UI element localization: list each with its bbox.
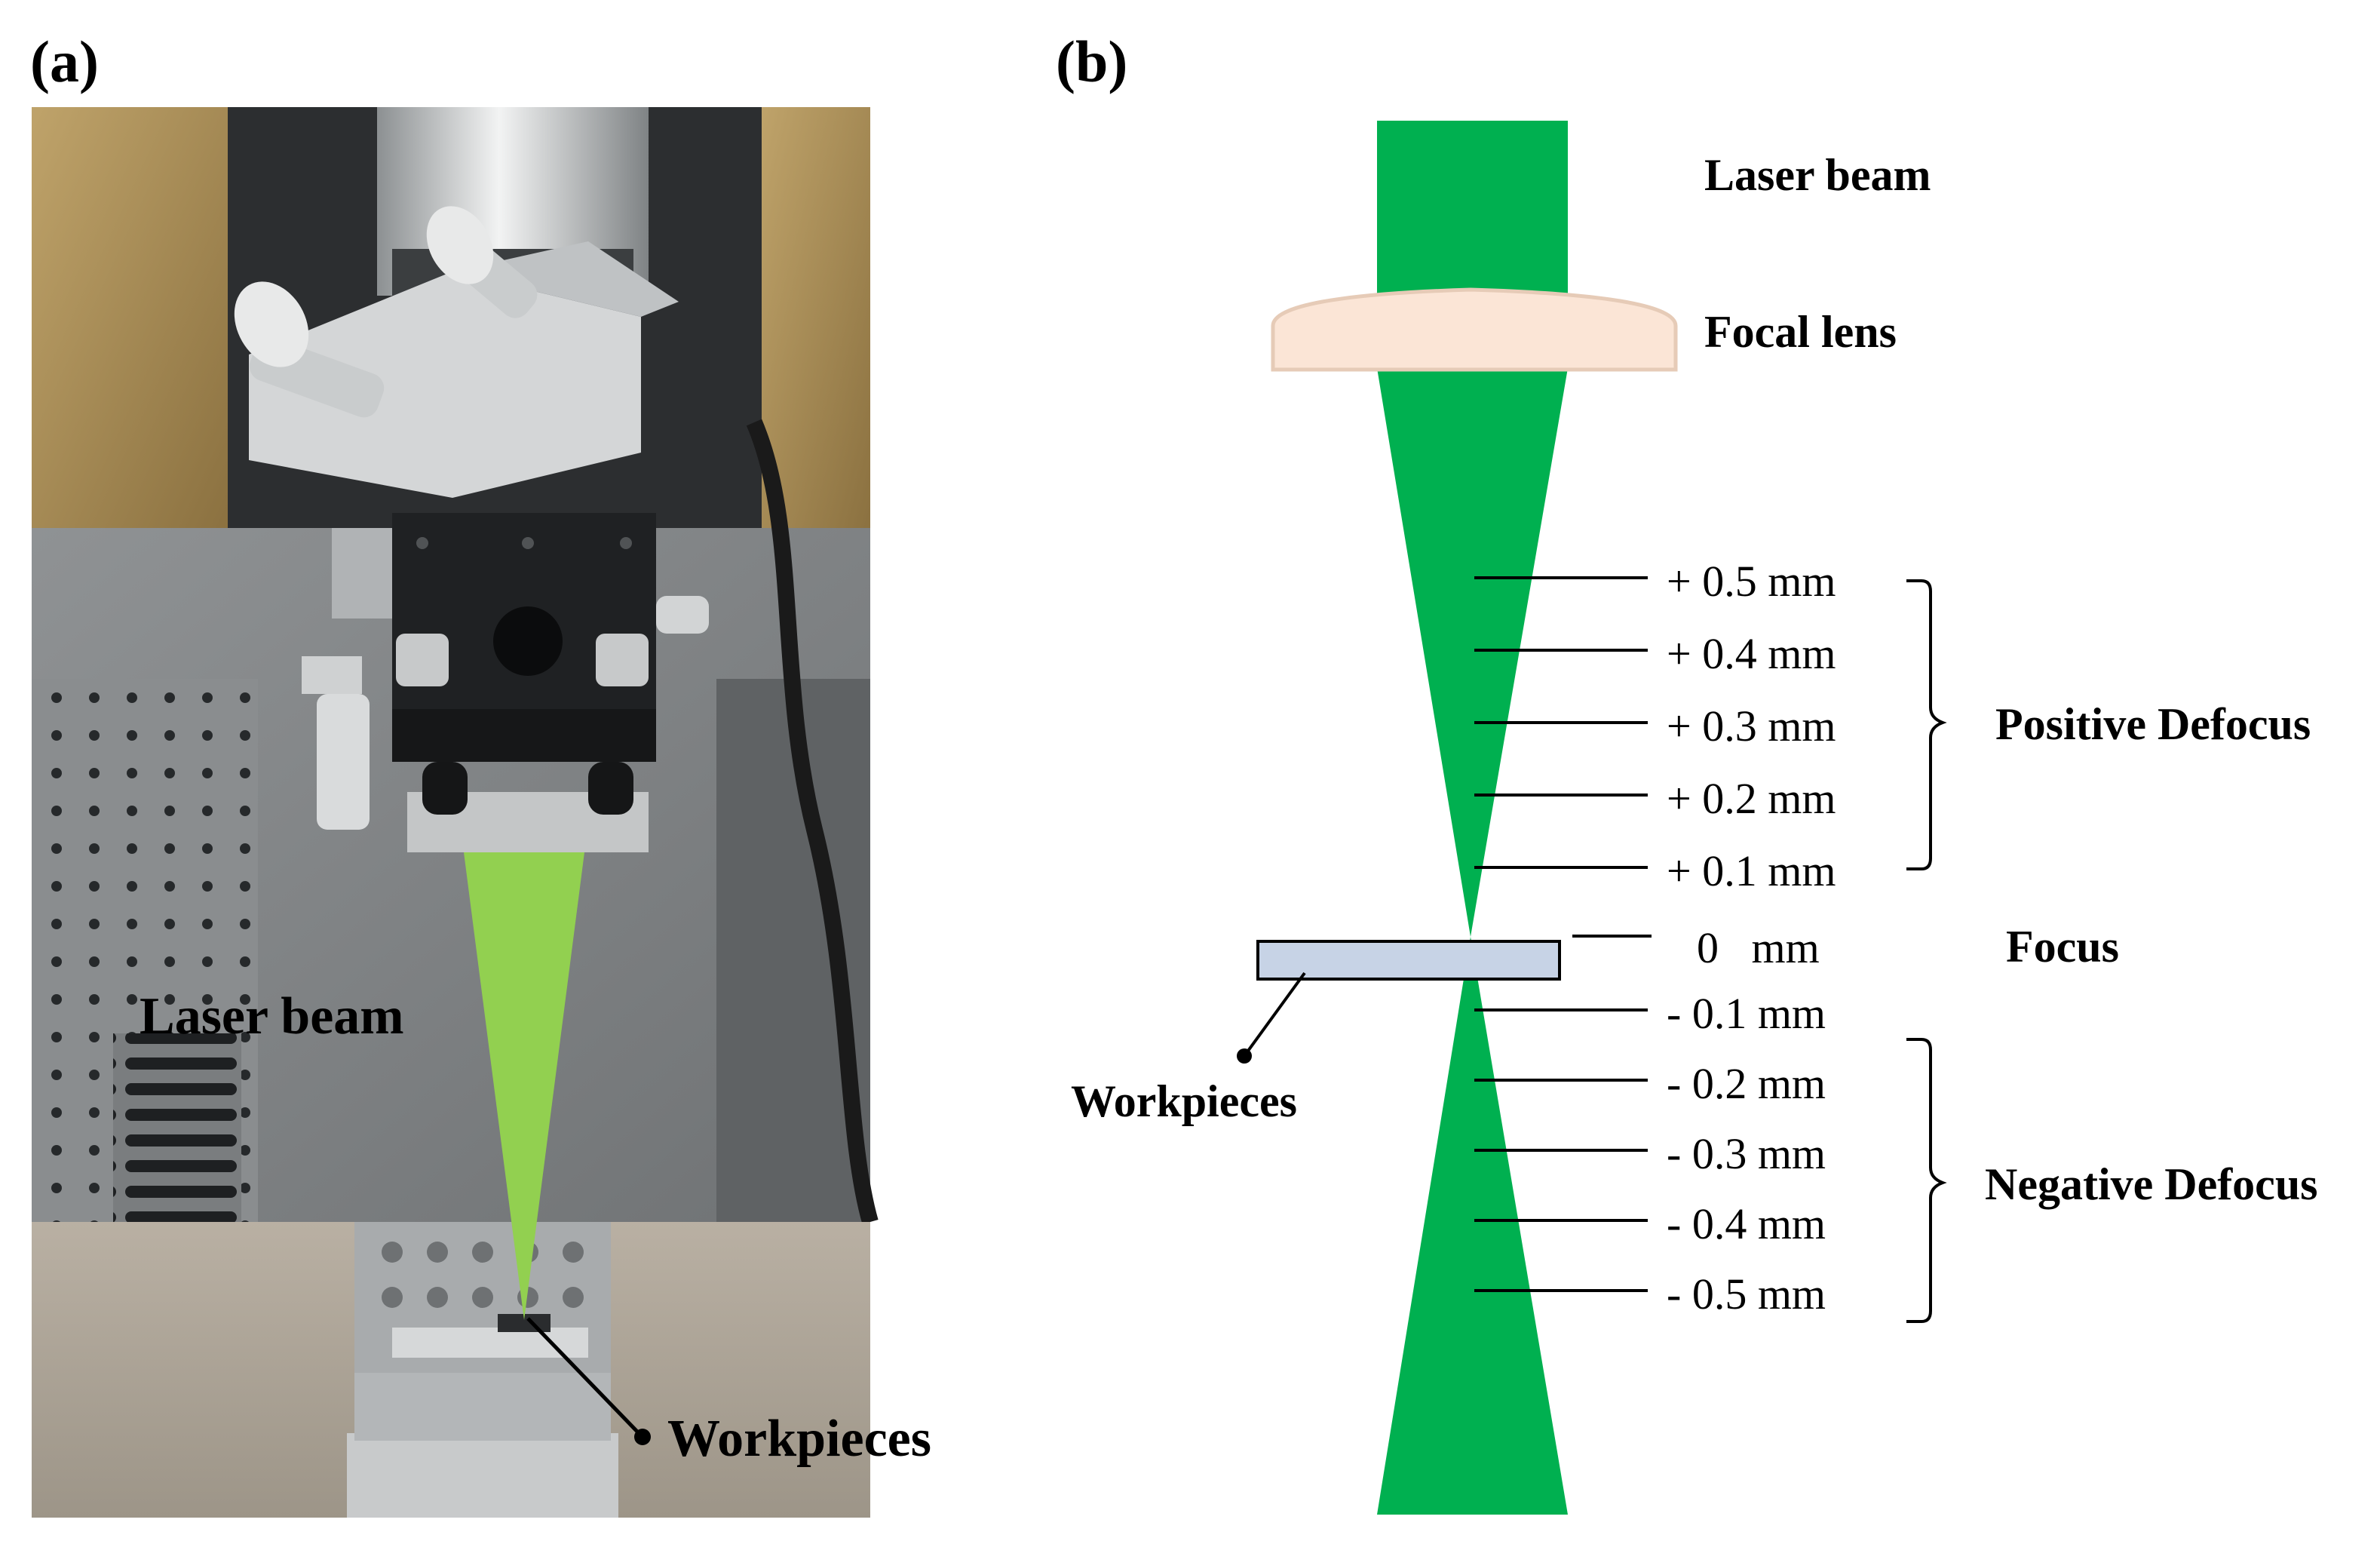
negative-defocus-label: Negative Defocus	[1985, 1159, 2318, 1209]
focus-label: Focus	[2006, 922, 2119, 972]
stage-screw-right	[656, 596, 709, 634]
panel-b-label: (b)	[1056, 29, 1127, 94]
adjust-knob-right	[426, 206, 538, 318]
defocus-label: + 0.4 mm	[1667, 629, 1836, 678]
panel-a-label: (a)	[30, 29, 99, 94]
adjust-knob-left	[234, 281, 385, 418]
cable	[746, 419, 879, 1224]
knob-lower-left	[396, 634, 449, 686]
defocus-label: + 0.5 mm	[1667, 557, 1836, 606]
stage-aperture	[493, 606, 563, 676]
defocus-label: - 0.1 mm	[1667, 989, 1826, 1038]
defocus-label: - 0.3 mm	[1667, 1129, 1826, 1178]
mirror-mount-top	[452, 241, 679, 317]
vent-slots	[113, 1033, 241, 1222]
laser-beam-label: Laser beam	[1704, 150, 1931, 200]
machine-photo	[32, 107, 879, 1518]
panel-b: (b) Laser beam Focal lens Workpieces + 0…	[1056, 29, 2318, 1515]
photo-laser-beam-label: Laser beam	[140, 987, 404, 1045]
right-gold-housing	[762, 107, 870, 530]
stage-clamp	[392, 709, 656, 762]
defocus-label: + 0.1 mm	[1667, 846, 1836, 895]
left-gold-housing	[32, 107, 228, 530]
workpiece-plate	[1256, 940, 1561, 981]
converging-beam	[1377, 368, 1568, 937]
defocus-label: - 0.2 mm	[1667, 1059, 1826, 1108]
focal-lens-label: Focal lens	[1704, 307, 1897, 357]
knob-lower-right	[596, 634, 649, 686]
workpiece-leader-dot	[1237, 1048, 1252, 1064]
mirror-mount	[249, 272, 641, 498]
negative-defocus-brace	[1906, 1038, 1947, 1323]
side-bracket	[332, 528, 392, 619]
workpiece-leader	[1243, 972, 1306, 1058]
photo-workpiece-leader-dot	[634, 1429, 651, 1445]
photo-workpiece-leader	[526, 1317, 640, 1435]
defocus-scale: + 0.5 mm + 0.4 mm + 0.3 mm + 0.2 mm + 0.1 mm…	[1474, 557, 1836, 1318]
defocus-label: + 0.2 mm	[1667, 774, 1836, 823]
photo-workpieces-label: Workpieces	[667, 1410, 931, 1468]
workpieces-label: Workpieces	[1071, 1076, 1297, 1126]
focal-lens	[1271, 287, 1678, 372]
positive-defocus-label: Positive Defocus	[1995, 699, 2311, 749]
defocus-label: + 0.3 mm	[1667, 701, 1836, 751]
positive-defocus-brace	[1906, 579, 1947, 870]
laser-beam-cone	[464, 852, 584, 1320]
defocus-label: - 0.4 mm	[1667, 1199, 1826, 1248]
defocus-label: 0 mm	[1697, 923, 1820, 972]
micrometer-barrel	[317, 694, 370, 830]
panel-a: (a)	[30, 29, 931, 1518]
micrometer-head	[302, 656, 362, 694]
defocus-label: - 0.5 mm	[1667, 1269, 1826, 1318]
collimated-beam	[1377, 121, 1568, 302]
fixture-block	[347, 1222, 618, 1518]
diverging-beam	[1377, 937, 1568, 1515]
